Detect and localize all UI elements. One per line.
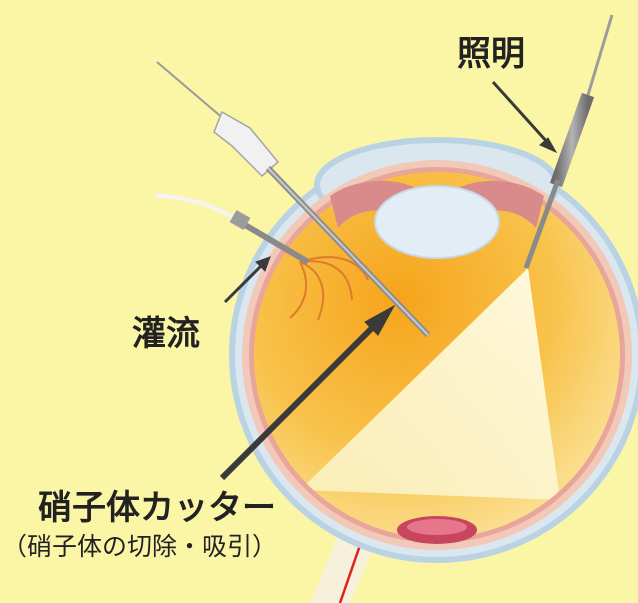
irrigation-label: 灌流 [132,306,200,355]
vitreous-cutter-sublabel: （硝子体の切除・吸引） [2,527,277,563]
crystalline-lens [375,186,499,258]
vitreous-cutter-label: 硝子体カッター [38,480,276,529]
macula-center [407,519,467,535]
illumination-label: 照明 [457,26,525,75]
